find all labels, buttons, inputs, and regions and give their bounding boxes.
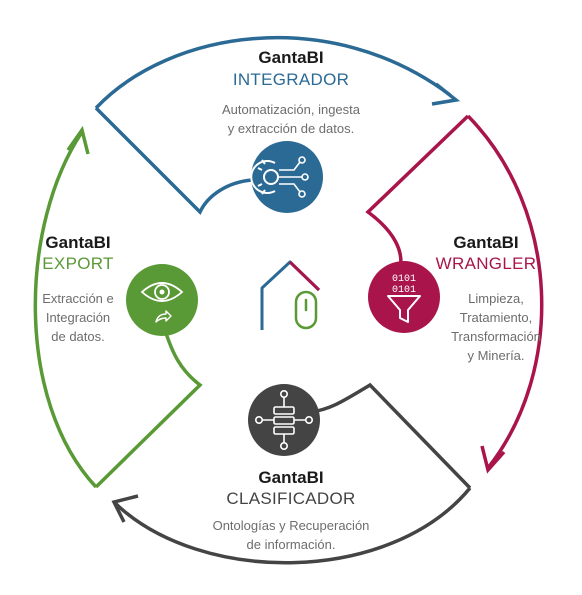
wrangler-desc-line4: y Minería.: [467, 348, 525, 363]
export-module-name: EXPORT: [42, 254, 114, 273]
binary-funnel-icon: 0101 0101: [368, 261, 440, 333]
export-desc-line2: Integración: [45, 310, 111, 325]
integrador-bracket: [94, 106, 253, 215]
export-arrowhead: [66, 125, 90, 155]
clasificador-brand: GantaBI: [258, 468, 324, 487]
gear-network-icon: [250, 141, 323, 213]
wrangler-arrowhead: [480, 445, 506, 474]
svg-text:0101: 0101: [392, 285, 416, 296]
integrador-desc-line1: Automatización, ingesta: [221, 102, 361, 117]
network-classifier-icon: [248, 384, 320, 456]
wrangler-desc-line1: Limpieza,: [468, 291, 524, 306]
export-desc-line3: de datos.: [51, 329, 105, 344]
export-bracket: [94, 329, 203, 489]
wrangler-module-name: WRANGLER: [435, 254, 537, 273]
export-arc: [33, 131, 98, 489]
eye-gear-share-icon: [126, 264, 198, 336]
wrangler-arc: [466, 114, 544, 470]
wrangler-desc-line3: Transformación: [451, 329, 541, 344]
wrangler-desc-line2: Tratamiento,: [459, 310, 533, 325]
svg-text:0101: 0101: [392, 274, 416, 285]
clasificador-module-name: CLASIFICADOR: [226, 489, 356, 508]
clasificador-desc-line1: Ontologías y Recuperación: [212, 518, 370, 533]
export-brand: GantaBI: [45, 233, 111, 252]
clasificador-arrowhead: [111, 494, 139, 523]
export-desc-line1: Extracción e: [42, 291, 114, 306]
house-mouse-icon: [260, 260, 321, 330]
integrador-brand: GantaBI: [258, 48, 324, 67]
clasificador-arc: [113, 486, 472, 565]
clasificador-desc-line2: de información.: [246, 537, 336, 552]
integrador-arrowhead: [431, 82, 461, 106]
integrador-module-name: INTEGRADOR: [232, 70, 350, 89]
integrador-desc-line2: y extracción de datos.: [227, 121, 355, 136]
wrangler-brand: GantaBI: [453, 233, 519, 252]
integrador-arc: [94, 36, 452, 110]
